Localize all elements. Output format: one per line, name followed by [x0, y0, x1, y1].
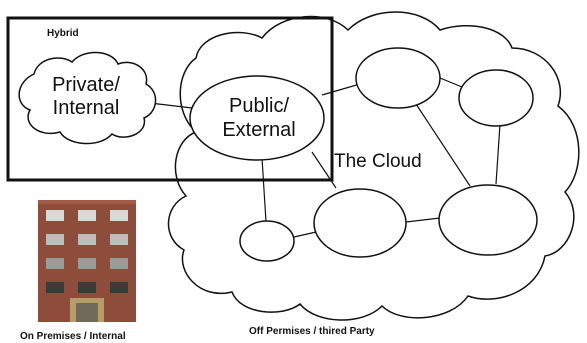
hybrid-label: Hybrid — [47, 28, 79, 39]
cloud-label: The Cloud — [334, 151, 422, 172]
cloud-node-right — [459, 70, 533, 126]
building-icon — [38, 200, 136, 322]
public-external-node — [190, 76, 324, 160]
off-premises-caption: Off Permises / thired Party — [249, 326, 375, 337]
private-label-line1: Private/ — [52, 74, 120, 96]
public-label-line1: Public/ — [229, 95, 289, 117]
cloud-node-top — [356, 48, 440, 108]
public-label-line2: External — [222, 119, 295, 141]
private-label-line2: Internal — [53, 97, 120, 119]
cloud-node-middle — [314, 189, 406, 257]
on-premises-caption: On Premises / Internal — [20, 331, 126, 342]
cloud-node-bottom-right — [439, 185, 537, 255]
cloud-node-small — [240, 221, 294, 261]
